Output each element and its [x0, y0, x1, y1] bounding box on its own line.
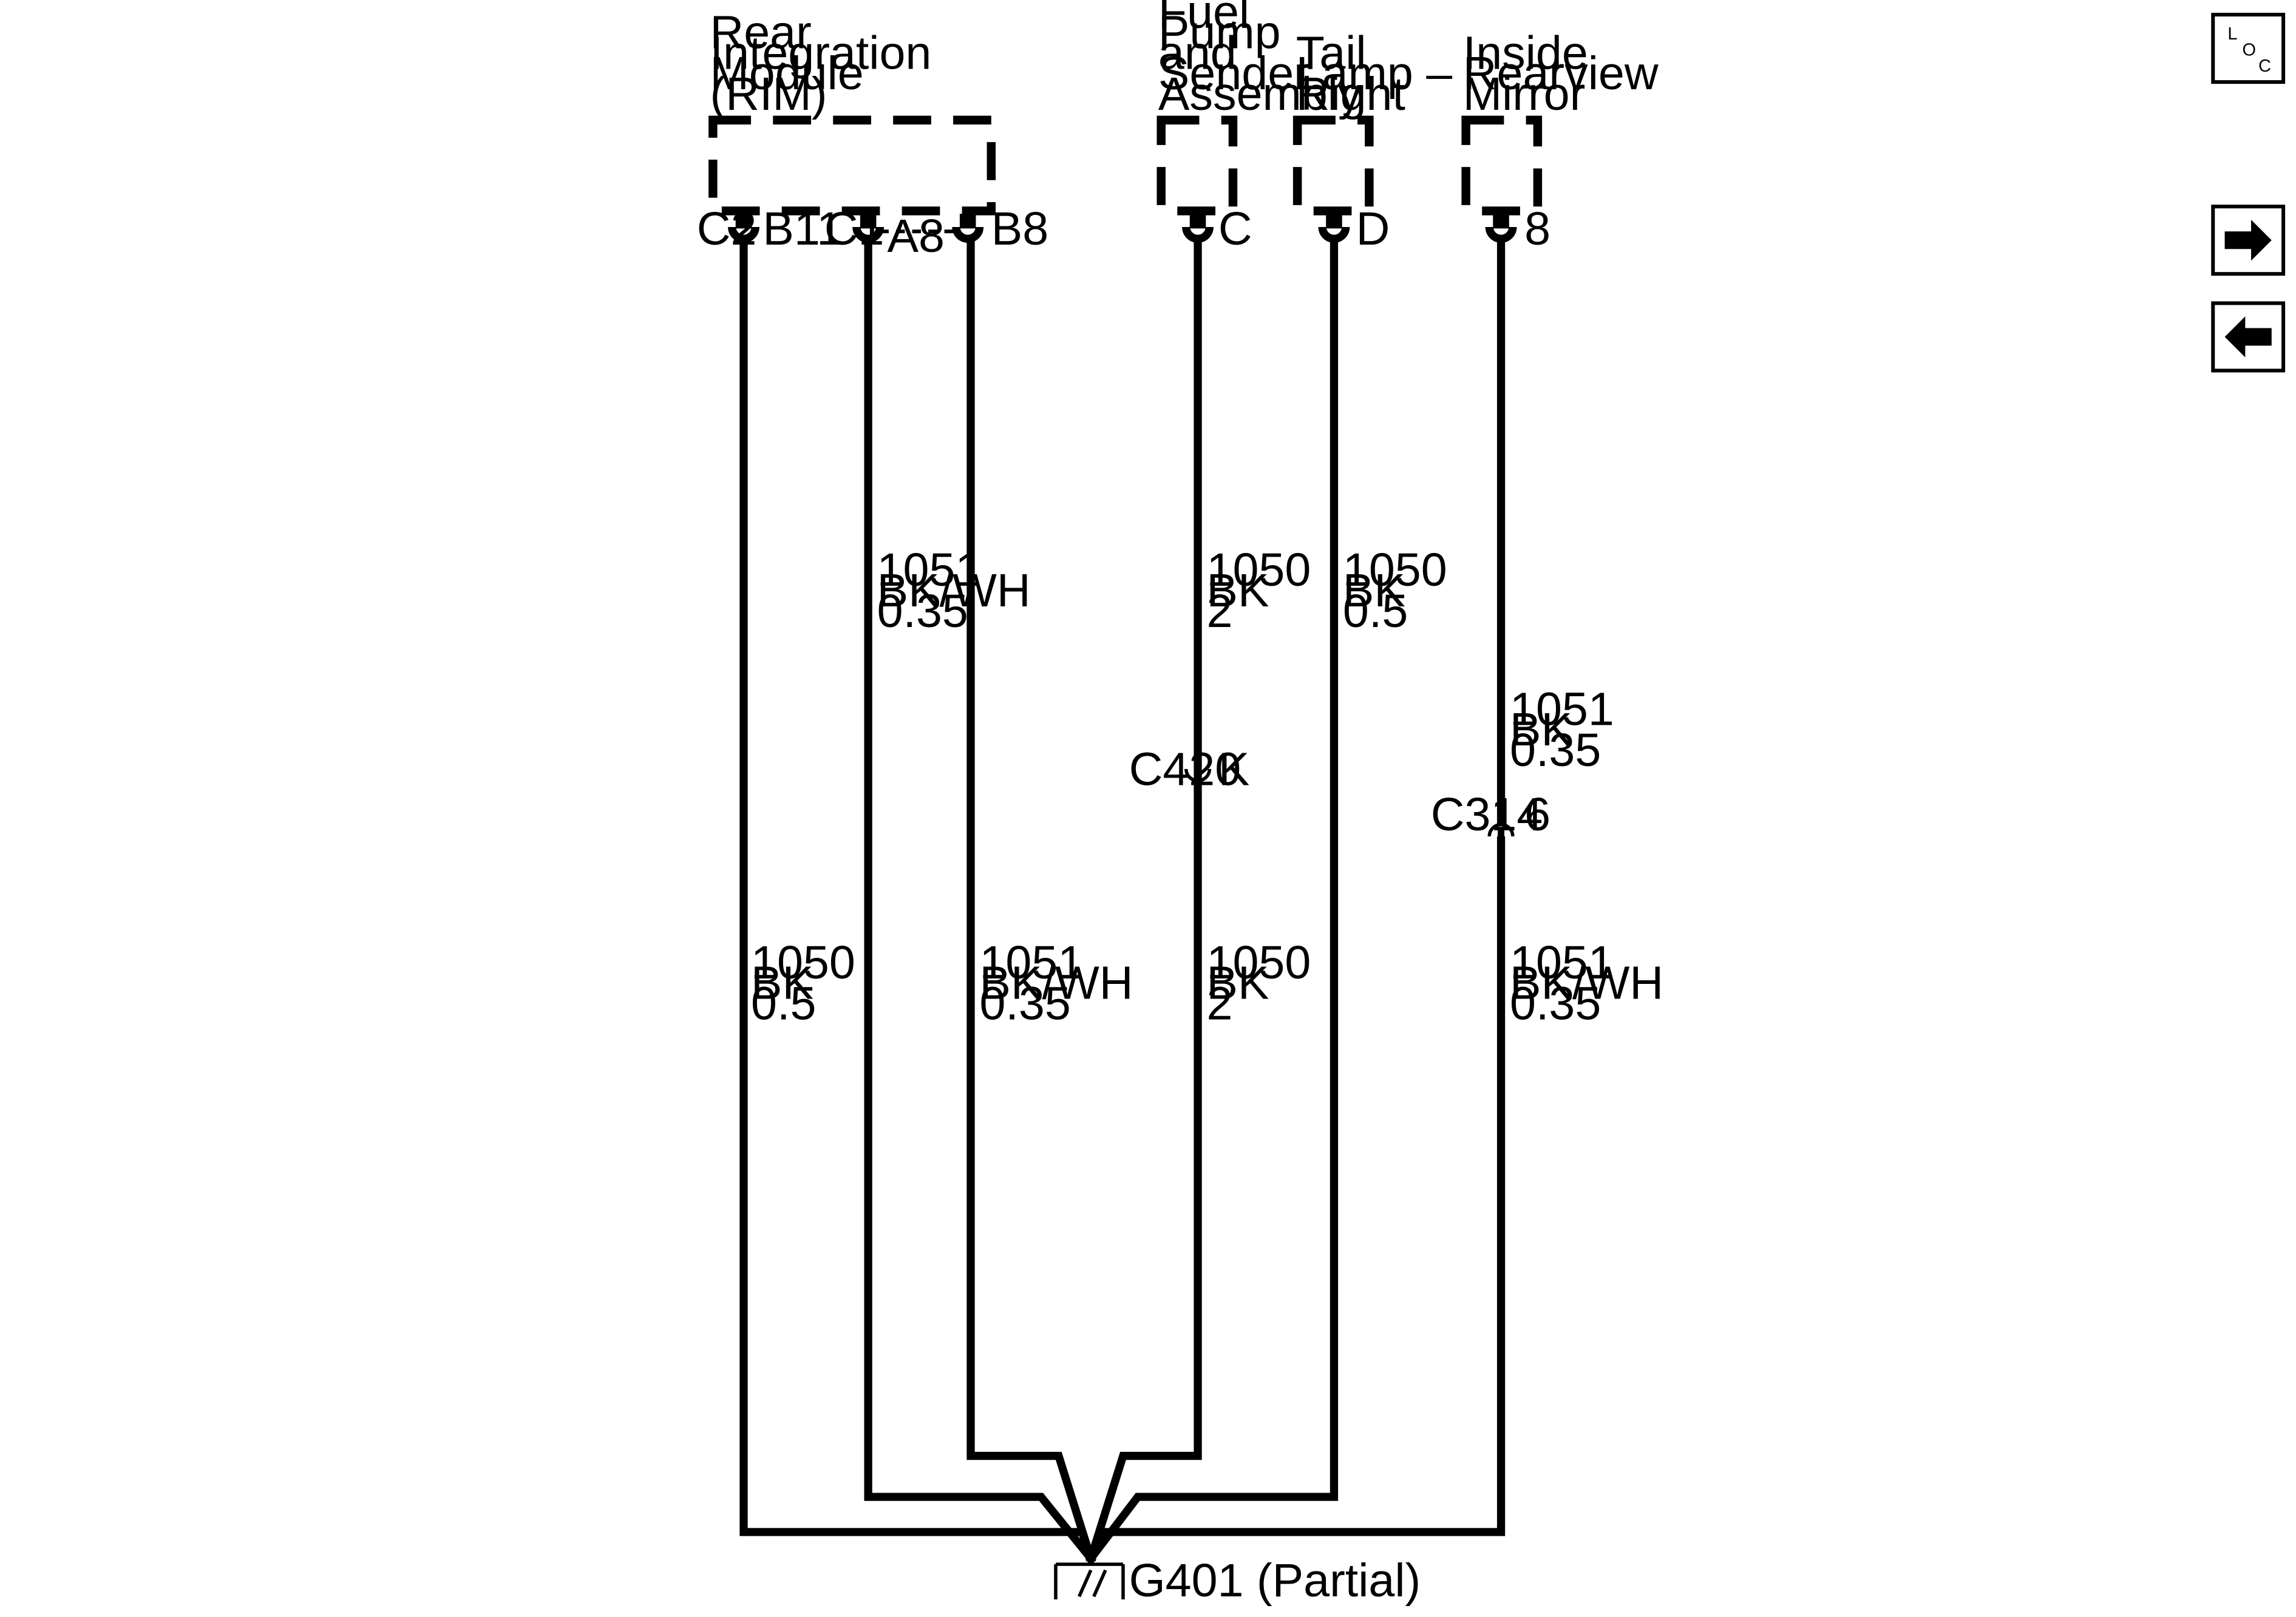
connector-rim-b8: [952, 214, 984, 243]
c420-label: C420: [1129, 743, 1241, 795]
ground-label: G401 (Partial): [1129, 1554, 1421, 1607]
connector-tail-lamp-d: [1318, 214, 1350, 243]
wire-label-fuel-upper: 1050 BK 2: [1207, 544, 1324, 637]
mirror-box: [1461, 115, 1543, 215]
pin-label-c1: C1: [824, 203, 885, 255]
pin-label-c2: C2: [697, 203, 757, 255]
arrow-right-icon[interactable]: [2211, 205, 2286, 276]
wire-label-rim-b11: 1050 BK 0.5: [751, 937, 868, 1030]
wire-label-mirror-upper: 1051 BK 0.35: [1510, 683, 1627, 776]
wire-label-tail: 1050 BK 0.5: [1343, 544, 1460, 637]
pin-label-b11: B11: [763, 203, 843, 255]
c420-pin-label: K: [1218, 743, 1250, 795]
loc-letter-l: L: [2227, 24, 2237, 44]
fuel-pump-box: [1156, 115, 1238, 215]
pin-label-a8: A8: [887, 210, 944, 262]
connector-fuel-pump-c: [1182, 214, 1214, 243]
loc-icon[interactable]: L O C: [2211, 13, 2286, 84]
rim-box: [708, 115, 996, 215]
pin-label-fuel-c: C: [1218, 203, 1252, 255]
connector-c314: [1487, 822, 1515, 853]
wire-label-fuel-lower: 1050 BK 2: [1207, 937, 1324, 1030]
loc-letter-c: C: [2258, 56, 2271, 76]
c314-pin-label: 6: [1524, 788, 1550, 841]
pin-label-tail-d: D: [1356, 203, 1390, 255]
connector-c420: [1184, 750, 1212, 782]
tail-lamp-box: [1292, 115, 1374, 215]
wire-rim-b11: [739, 236, 1096, 1564]
loc-letter-o: O: [2243, 41, 2257, 60]
ground-icon: [1054, 1562, 1125, 1600]
tail-lamp-label: Tail Lamp – Right: [1296, 27, 1466, 120]
wire-rim-a8: [864, 236, 1097, 1564]
pin-label-mirror-8: 8: [1524, 203, 1550, 255]
connector-mirror-8: [1485, 214, 1517, 243]
wire-label-rim-b8: 1051 BK/WH 0.35: [980, 937, 1147, 1030]
c314-label: C314: [1431, 788, 1543, 841]
rim-label: Rear Integration Module (RIM): [710, 7, 945, 120]
arrow-left-icon[interactable]: [2211, 301, 2286, 373]
wire-fuel-pump: [1085, 236, 1202, 1564]
pin-label-b8: B8: [991, 203, 1048, 255]
mirror-label: Inside Rearview Mirror: [1463, 27, 1671, 120]
wire-mirror: [1085, 236, 1506, 1564]
fuel-pump-label: Fuel Pump and Sender Assembly: [1158, 0, 1362, 120]
wire-tail-lamp: [1085, 236, 1339, 1564]
wire-label-rim-a8: 1051 BK/WH 0.35: [877, 544, 1044, 637]
wire-label-mirror-lower: 1051 BK/WH 0.35: [1510, 937, 1677, 1030]
wire-rim-b8: [966, 236, 1096, 1564]
